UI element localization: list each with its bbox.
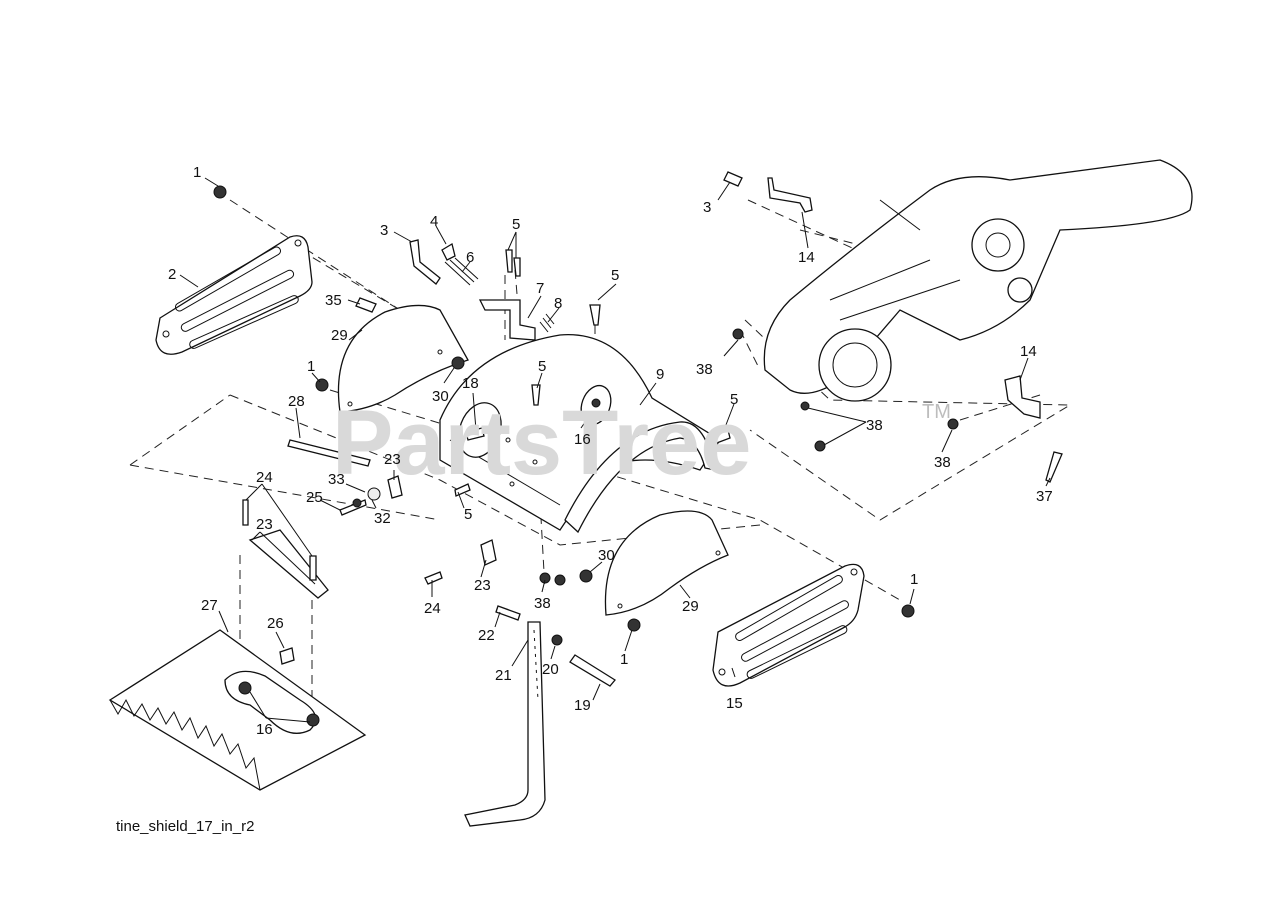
callout-label: 38 — [866, 417, 883, 434]
callout-label: 23 — [474, 577, 491, 594]
callout-label: 1 — [620, 651, 628, 668]
callout-label: 32 — [374, 510, 391, 527]
callout-label: 16 — [256, 721, 273, 738]
callout-label: 24 — [424, 600, 441, 617]
callout-label: 38 — [696, 361, 713, 378]
callout-label: 14 — [1020, 343, 1037, 360]
callout-label: 38 — [534, 595, 551, 612]
transmission-housing — [723, 159, 1193, 402]
callout-label: 1 — [193, 164, 201, 181]
callout-label: 29 — [682, 598, 699, 615]
callout-label: 1 — [910, 571, 918, 588]
callout-label: 5 — [611, 267, 619, 284]
callout-label: 20 — [542, 661, 559, 678]
callout-label: 19 — [574, 697, 591, 714]
callout-label: 1 — [307, 358, 315, 375]
callout-label: 7 — [536, 280, 544, 297]
callout-label: 18 — [462, 375, 479, 392]
depth-bar — [464, 621, 546, 827]
callout-label: 14 — [798, 249, 815, 266]
shield-flap — [564, 421, 716, 534]
callout-label: 2 — [168, 266, 176, 283]
watermark-trademark: TM — [922, 401, 951, 423]
tine-shield-plate-left — [155, 235, 313, 355]
depth-bar-pin — [569, 654, 616, 687]
tine-shield-plate-right — [712, 563, 865, 687]
callout-label: 29 — [331, 327, 348, 344]
callout-label: 30 — [432, 388, 449, 405]
hardware — [213, 185, 915, 646]
callout-label: 37 — [1036, 488, 1053, 505]
callout-label: 5 — [730, 391, 738, 408]
mounting-bracket — [732, 328, 1063, 483]
callout-label: 23 — [256, 516, 273, 533]
callout-label: 23 — [384, 451, 401, 468]
callout-label: 24 — [256, 469, 273, 486]
callout-label: 9 — [656, 366, 664, 383]
diagram-caption: tine_shield_17_in_r2 — [116, 818, 254, 835]
callout-label: 28 — [288, 393, 305, 410]
callout-label: 25 — [306, 489, 323, 506]
callout-label: 3 — [703, 199, 711, 216]
callout-label: 33 — [328, 471, 345, 488]
leader-lines — [179, 177, 1051, 723]
callout-labels: 1 2 3 4 5 6 5 7 8 35 29 1 30 18 5 16 9 5… — [168, 164, 1053, 738]
lift-linkage — [242, 239, 555, 599]
side-cover-right — [604, 510, 729, 616]
callout-label: 5 — [538, 358, 546, 375]
callout-label: 5 — [464, 506, 472, 523]
callout-label: 6 — [466, 249, 474, 266]
callout-label: 22 — [478, 627, 495, 644]
callout-label: 35 — [325, 292, 342, 309]
callout-label: 15 — [726, 695, 743, 712]
callout-label: 26 — [267, 615, 284, 632]
watermark: PartsTree — [332, 392, 751, 494]
callout-label: 3 — [380, 222, 388, 239]
callout-label: 38 — [934, 454, 951, 471]
callout-label: 5 — [512, 216, 520, 233]
lower-tine-plate — [108, 629, 367, 791]
callout-label: 4 — [430, 213, 438, 230]
side-cover-left — [337, 304, 469, 413]
callout-label: 8 — [554, 295, 562, 312]
callout-label: 27 — [201, 597, 218, 614]
callout-label: 16 — [574, 431, 591, 448]
callout-label: 30 — [598, 547, 615, 564]
callout-label: 21 — [495, 667, 512, 684]
